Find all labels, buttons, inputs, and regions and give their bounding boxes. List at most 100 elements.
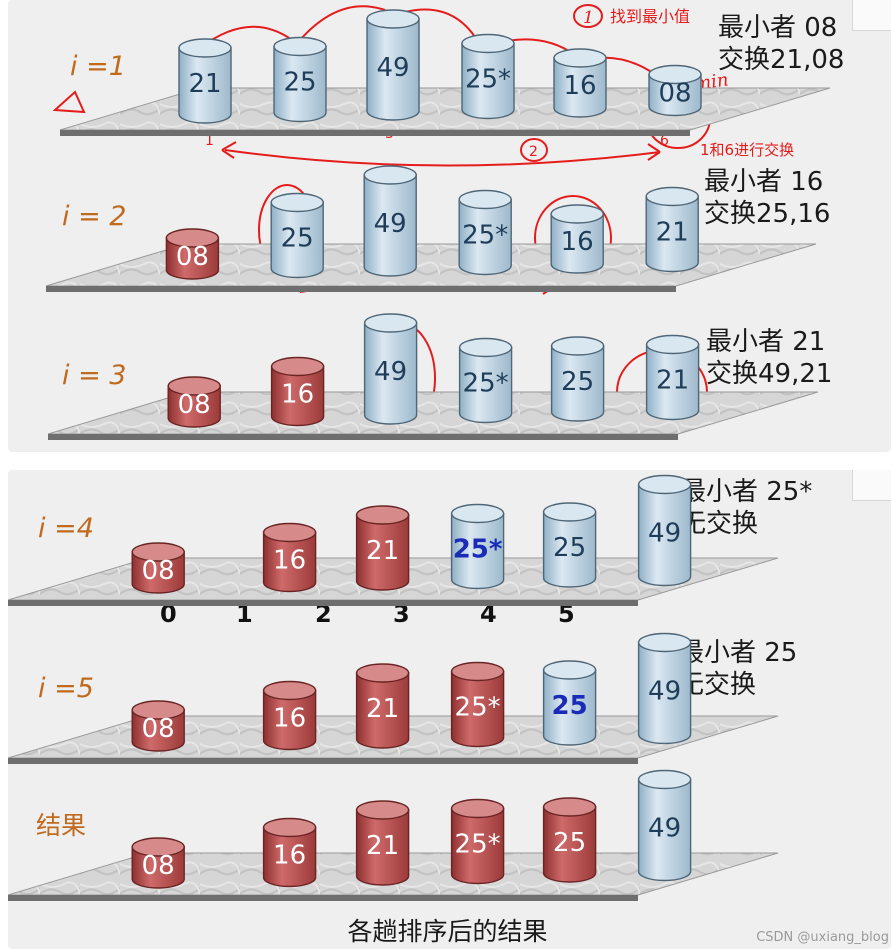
cylinder-value: 16 xyxy=(281,380,314,410)
platform-edge xyxy=(8,758,638,764)
row-label-result: 结果 xyxy=(36,811,86,840)
cylinder-unsorted: 49 xyxy=(639,634,691,744)
pass-4-note-line-2: 无交换 xyxy=(680,509,758,539)
cylinder-top xyxy=(544,503,596,521)
cylinder-value: 16 xyxy=(561,227,594,257)
cylinder-sorted: 25 xyxy=(544,798,596,882)
cylinder-top xyxy=(264,819,316,837)
cylinder-sorted: 25* xyxy=(452,663,504,747)
cylinder-value: 49 xyxy=(648,519,681,549)
cylinder-top xyxy=(551,205,603,223)
platform-edge xyxy=(8,895,638,901)
cylinder-unsorted: 25* xyxy=(462,35,514,119)
cylinder-top xyxy=(452,505,504,523)
cylinder-top xyxy=(357,506,409,524)
cylinder-sorted: 08 xyxy=(166,229,218,279)
cylinder-top xyxy=(264,524,316,542)
cylinder-unsorted: 21 xyxy=(647,336,699,420)
cylinder-top xyxy=(264,682,316,700)
cylinder-top xyxy=(639,634,691,652)
cylinder-unsorted: 49 xyxy=(364,166,416,276)
cylinder-sorted: 16 xyxy=(272,358,324,426)
cylinder-sorted: 21 xyxy=(357,506,409,590)
cylinder-top xyxy=(462,35,514,53)
cylinder-value: 08 xyxy=(142,556,175,586)
cylinder-top xyxy=(365,314,417,332)
cylinder-value: 21 xyxy=(366,831,399,861)
platform-edge xyxy=(48,434,678,440)
pass-3-note-line-2: 交换49,21 xyxy=(706,359,832,389)
platform-edge xyxy=(60,130,690,136)
cylinder-value: 16 xyxy=(273,704,306,734)
pass-1-note-line-2: 交换21,08 xyxy=(718,45,844,75)
cylinder-value: 16 xyxy=(273,841,306,871)
row-label-pass-2: i = 2 xyxy=(62,201,126,232)
cylinder-sorted: 25* xyxy=(452,800,504,884)
cylinder-value: 08 xyxy=(176,242,209,272)
cylinder-top xyxy=(364,166,416,184)
cylinder-top xyxy=(179,39,231,57)
pass-2-note-line-1: 最小者 16 xyxy=(704,167,823,197)
cylinder-top xyxy=(646,188,698,206)
pass-5-note-line-1: 最小者 25 xyxy=(678,638,797,668)
cylinder-sorted: 08 xyxy=(132,701,184,751)
row-label-pass-5: i =5 xyxy=(38,673,94,704)
cylinder-sorted: 08 xyxy=(168,377,220,427)
pass-4-note-line-1: 最小者 25* xyxy=(680,477,812,507)
cylinder-unsorted: 49 xyxy=(365,314,417,424)
cylinder-value: 25 xyxy=(281,224,314,254)
cylinder-top xyxy=(639,771,691,789)
cylinder-top xyxy=(639,476,691,494)
cylinder-top xyxy=(544,798,596,816)
cylinder-value: 25* xyxy=(453,535,503,565)
cylinder-value: 08 xyxy=(178,390,211,420)
cylinder-sorted: 08 xyxy=(132,838,184,888)
cylinder-unsorted: 25 xyxy=(552,337,604,421)
platform xyxy=(48,392,818,434)
cylinder-unsorted: 25 xyxy=(274,38,326,122)
cylinder-value: 25* xyxy=(463,369,509,399)
platform xyxy=(46,244,816,286)
cylinder-unsorted: 25* xyxy=(452,505,504,589)
cylinder-top xyxy=(552,337,604,355)
cylinder-value: 25 xyxy=(561,367,594,397)
pass-2-note-line-2: 交换25,16 xyxy=(704,199,830,229)
cylinder-value: 16 xyxy=(563,71,596,101)
cylinder-value: 25 xyxy=(283,68,316,98)
cylinder-top xyxy=(452,800,504,818)
cylinder-top xyxy=(459,191,511,209)
row-label-pass-4: i =4 xyxy=(38,513,94,544)
row-label-pass-1: i =1 xyxy=(70,51,126,82)
cylinder-top xyxy=(544,661,596,679)
cylinder-value: 49 xyxy=(376,53,409,83)
platform-edge xyxy=(8,600,638,606)
pass-3-note-line-1: 最小者 21 xyxy=(706,327,825,357)
cylinder-unsorted: 16 xyxy=(551,205,603,273)
annotation-step2-number: 2 xyxy=(529,144,538,160)
cylinder-value: 08 xyxy=(658,79,691,109)
cylinder-unsorted: 25* xyxy=(460,339,512,423)
cylinder-sorted: 08 xyxy=(132,543,184,593)
cylinder-sorted: 16 xyxy=(264,682,316,750)
cylinder-unsorted: 49 xyxy=(639,771,691,881)
cylinder-value: 49 xyxy=(374,209,407,239)
cylinder-sorted: 21 xyxy=(357,801,409,885)
cylinder-value: 21 xyxy=(656,366,689,396)
cylinder-unsorted: 08 xyxy=(649,66,701,116)
cylinder-value: 25 xyxy=(553,828,586,858)
cylinder-top xyxy=(272,358,324,376)
cylinder-unsorted: 49 xyxy=(639,476,691,586)
cylinder-value: 08 xyxy=(142,714,175,744)
cylinder-value: 08 xyxy=(142,851,175,881)
annotation-step1-text: 找到最小值 xyxy=(610,7,690,26)
cylinder-unsorted: 16 xyxy=(554,49,606,117)
cylinder-sorted: 16 xyxy=(264,819,316,887)
cylinder-unsorted: 21 xyxy=(646,188,698,272)
cylinder-value: 21 xyxy=(366,694,399,724)
watermark: CSDN @uxiang_blog xyxy=(756,930,889,945)
cylinder-top xyxy=(647,336,699,354)
cylinder-unsorted: 25 xyxy=(544,661,596,745)
cylinder-unsorted: 21 xyxy=(179,39,231,123)
pass-1-note-line-1: 最小者 08 xyxy=(718,13,837,43)
